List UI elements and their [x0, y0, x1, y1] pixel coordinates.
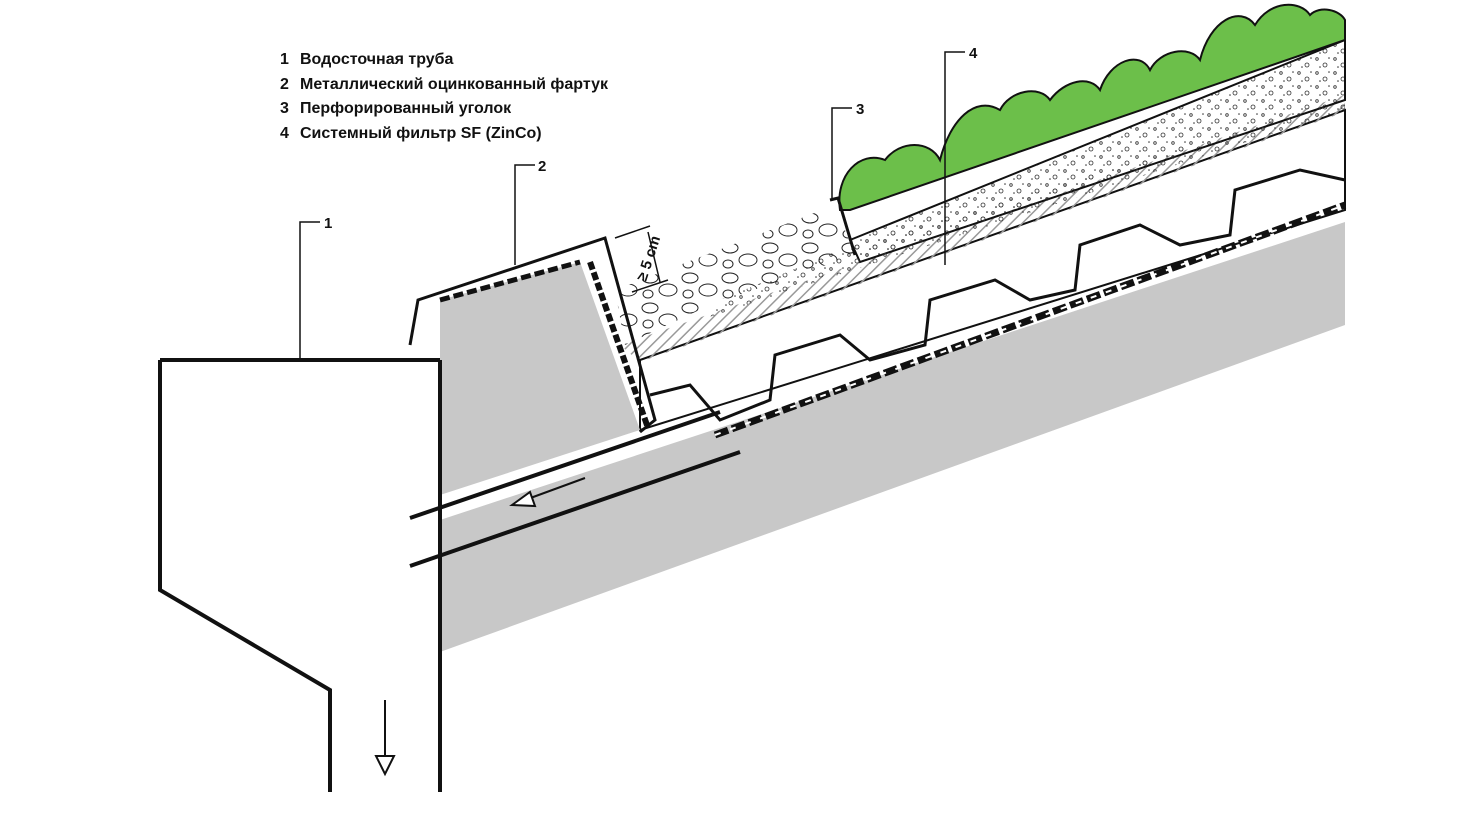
downpipe	[158, 358, 442, 792]
legend-label: Системный фильтр SF (ZinCo)	[300, 124, 542, 142]
legend-item: 2 Металлический оцинкованный фартук	[280, 73, 608, 98]
legend-item: 4 Системный фильтр SF (ZinCo)	[280, 122, 608, 147]
callout-leader-1	[299, 221, 320, 358]
callout-3: 3	[856, 101, 864, 118]
legend-item: 3 Перфорированный уголок	[280, 97, 608, 122]
flashing-insulation	[587, 261, 651, 429]
callout-1: 1	[324, 215, 332, 232]
metal-flashing	[408, 236, 657, 434]
legend-number: 1	[280, 51, 289, 68]
drainage-element-zigzag	[649, 168, 1346, 422]
membrane	[713, 201, 1347, 439]
callout-4: 4	[969, 45, 978, 62]
perforated-angle	[829, 196, 857, 256]
outlet-pipe-bottom	[409, 450, 741, 568]
flashing-top	[439, 259, 581, 303]
legend-label: Металлический оцинкованный фартук	[300, 75, 608, 93]
gravel-strip	[615, 205, 855, 345]
legend-label: Водосточная труба	[300, 51, 454, 68]
gutter-box	[440, 262, 640, 495]
callout-leader-4	[944, 51, 965, 265]
legend: 1 Водосточная труба 2 Металлический оцинко…	[280, 48, 608, 146]
legend-number: 2	[280, 75, 289, 93]
legend-item: 1 Водосточная труба	[280, 48, 608, 73]
callout-2: 2	[538, 158, 546, 175]
legend-number: 3	[280, 100, 289, 117]
substrate-lower	[700, 100, 1345, 320]
callout-leader-3	[831, 107, 852, 198]
flow-arrow-left-icon	[509, 477, 586, 508]
legend-label: Перфорированный уголок	[300, 100, 512, 117]
flow-arrow-down-icon	[374, 700, 396, 777]
vegetation	[838, 3, 1346, 211]
outlet-pipe-top	[409, 410, 721, 520]
concrete-slab	[440, 222, 1345, 652]
legend-number: 4	[280, 124, 289, 142]
callout-leader-2	[514, 164, 535, 265]
